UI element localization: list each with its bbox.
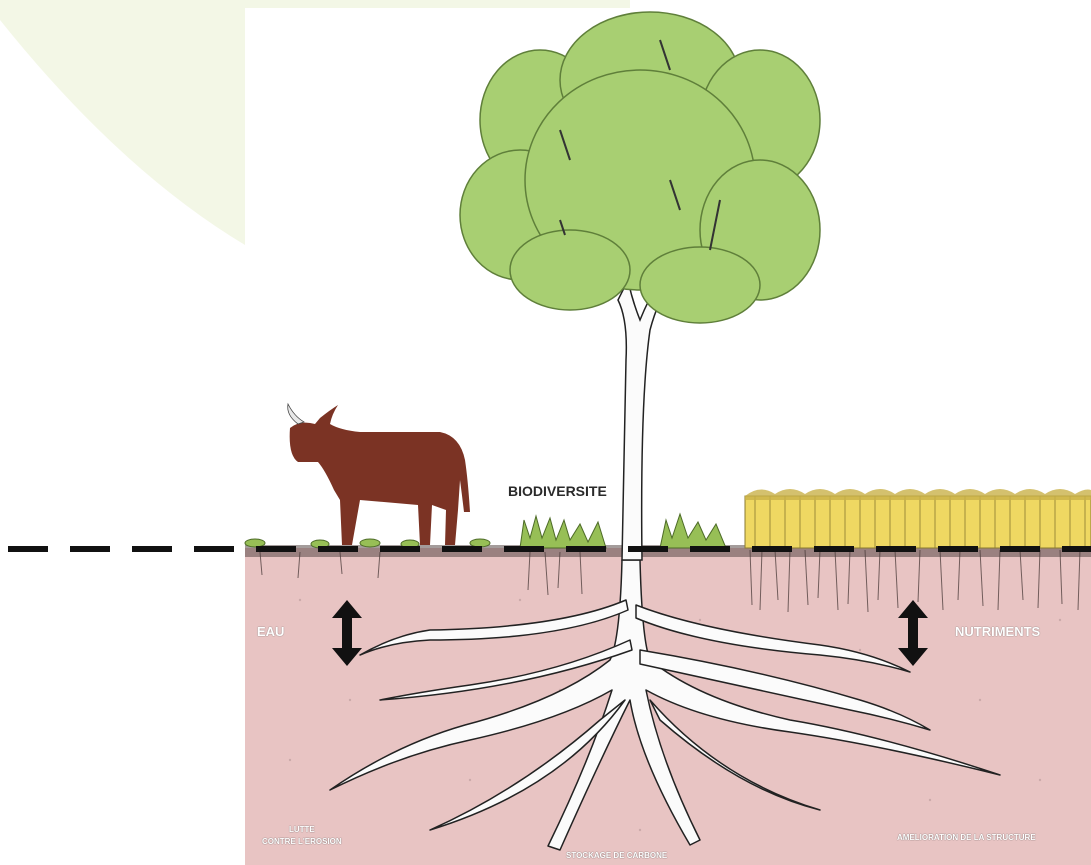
- tree-trunk: [618, 280, 670, 560]
- label-eau: EAU: [257, 624, 284, 639]
- label-nutriments: NUTRIMENTS: [955, 624, 1040, 639]
- label-lutte-line2: CONTRE L'EROSION: [262, 836, 342, 848]
- tree-crown: [460, 12, 820, 323]
- label-biodiversite: BIODIVERSITE: [508, 483, 607, 499]
- soil-layer: [245, 548, 1091, 865]
- label-lutte-erosion: LUTTE CONTRE L'EROSION: [262, 824, 342, 848]
- cow: [290, 405, 470, 545]
- label-stockage-carbone: STOCKAGE DE CARBONE: [566, 851, 667, 860]
- cow-horn-left: [288, 404, 304, 424]
- wheat-field: [745, 489, 1091, 548]
- label-lutte-line1: LUTTE: [262, 824, 342, 836]
- label-amelioration-structure: AMELIORATION DE LA STRUCTURE: [897, 833, 1036, 842]
- grass-tufts: [245, 514, 726, 548]
